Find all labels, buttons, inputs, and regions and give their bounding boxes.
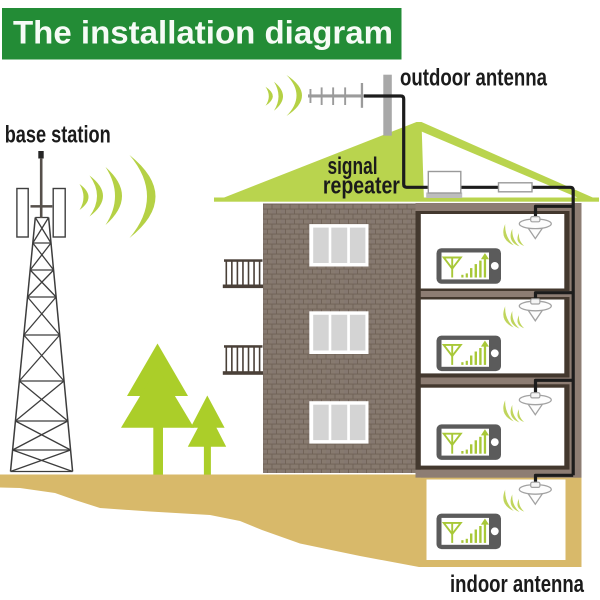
svg-text:indoor antenna: indoor antenna: [450, 571, 584, 598]
svg-text:outdoor antenna: outdoor antenna: [400, 65, 547, 92]
svg-text:The installation diagram: The installation diagram: [13, 15, 393, 51]
svg-text:base station: base station: [5, 122, 111, 149]
svg-text:repeater: repeater: [323, 172, 400, 199]
svg-text:signal: signal: [328, 153, 378, 180]
